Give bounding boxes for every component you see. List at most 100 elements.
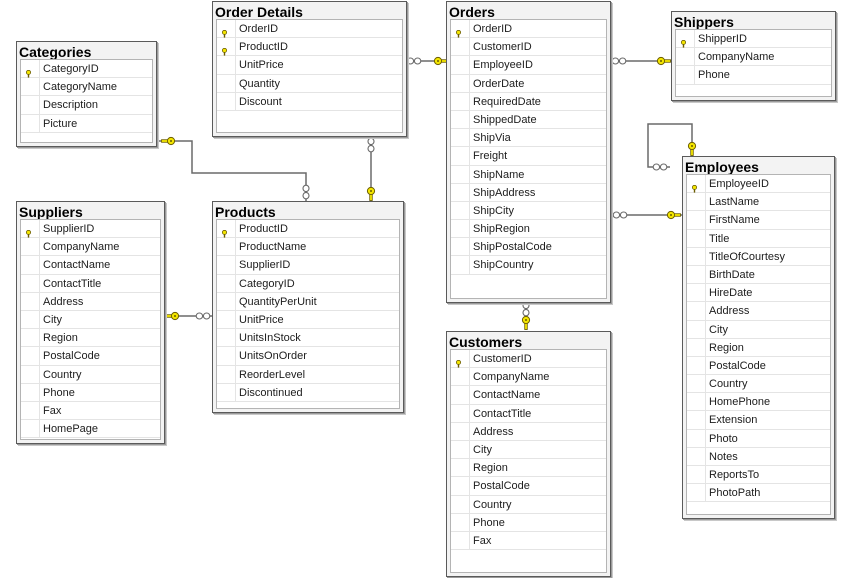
column-row[interactable]: HomePage xyxy=(21,420,160,439)
row-selector[interactable] xyxy=(451,477,470,495)
row-selector[interactable] xyxy=(687,211,706,229)
row-selector[interactable] xyxy=(21,60,40,78)
row-selector[interactable] xyxy=(21,347,40,365)
column-row[interactable]: Address xyxy=(21,292,160,311)
row-selector[interactable] xyxy=(451,220,470,238)
row-selector[interactable] xyxy=(451,74,470,92)
row-selector[interactable] xyxy=(21,365,40,383)
column-row[interactable]: PostalCode xyxy=(451,477,606,496)
row-selector[interactable] xyxy=(687,356,706,375)
column-row[interactable]: CompanyName xyxy=(676,48,831,67)
row-selector[interactable] xyxy=(217,38,236,56)
row-selector[interactable] xyxy=(687,429,706,447)
column-row[interactable]: ContactTitle xyxy=(451,404,606,423)
row-selector[interactable] xyxy=(451,201,470,220)
column-row[interactable]: CustomerID xyxy=(451,38,606,57)
column-row[interactable]: Extension xyxy=(687,411,830,430)
row-selector[interactable] xyxy=(451,238,470,256)
column-row[interactable]: City xyxy=(687,320,830,339)
row-selector[interactable] xyxy=(687,284,706,302)
row-selector[interactable] xyxy=(687,175,706,193)
row-selector[interactable] xyxy=(451,147,470,165)
row-selector[interactable] xyxy=(451,386,470,404)
row-selector[interactable] xyxy=(217,383,236,401)
column-row[interactable]: ShipCountry xyxy=(451,256,606,275)
column-row[interactable]: ReorderLevel xyxy=(217,365,399,384)
column-row[interactable]: City xyxy=(451,440,606,460)
row-selector[interactable] xyxy=(451,495,470,513)
column-row[interactable]: HomePhone xyxy=(687,393,830,412)
column-row[interactable]: Country xyxy=(451,495,606,514)
column-row[interactable]: Phone xyxy=(21,383,160,402)
column-row[interactable]: ShipAddress xyxy=(451,183,606,202)
column-row[interactable]: ProductID xyxy=(217,220,399,239)
column-row[interactable]: Freight xyxy=(451,147,606,166)
row-selector[interactable] xyxy=(687,338,706,356)
column-row[interactable]: UnitPrice xyxy=(217,56,402,75)
column-row[interactable]: Description xyxy=(21,96,152,115)
column-row[interactable]: HireDate xyxy=(687,284,830,303)
relationship-categories-products[interactable] xyxy=(157,136,310,202)
row-selector[interactable] xyxy=(687,265,706,284)
row-selector[interactable] xyxy=(687,447,706,465)
row-selector[interactable] xyxy=(217,365,236,383)
column-row[interactable]: OrderDate xyxy=(451,74,606,93)
column-row[interactable]: OrderID xyxy=(217,20,402,39)
column-row[interactable]: CategoryID xyxy=(217,274,399,293)
column-row[interactable]: ShippedDate xyxy=(451,110,606,130)
relationship-orders-orderdetails[interactable] xyxy=(406,56,448,66)
column-row[interactable]: ProductID xyxy=(217,38,402,57)
column-row[interactable]: CategoryID xyxy=(21,60,152,79)
row-selector[interactable] xyxy=(451,165,470,183)
row-selector[interactable] xyxy=(687,229,706,247)
column-row[interactable]: PhotoPath xyxy=(687,484,830,503)
row-selector[interactable] xyxy=(21,114,40,132)
column-row[interactable]: OrderID xyxy=(451,20,606,39)
column-row[interactable]: ReportsTo xyxy=(687,466,830,485)
column-row[interactable]: ProductName xyxy=(217,238,399,257)
column-row[interactable]: Phone xyxy=(676,66,831,85)
row-selector[interactable] xyxy=(451,404,470,422)
column-row[interactable]: ShipName xyxy=(451,165,606,184)
column-row[interactable]: TitleOfCourtesy xyxy=(687,247,830,266)
row-selector[interactable] xyxy=(687,411,706,429)
column-row[interactable]: CompanyName xyxy=(21,238,160,257)
row-selector[interactable] xyxy=(451,56,470,74)
row-selector[interactable] xyxy=(217,20,236,38)
row-selector[interactable] xyxy=(687,247,706,265)
column-row[interactable]: Fax xyxy=(451,531,606,551)
column-row[interactable]: UnitsOnOrder xyxy=(217,347,399,366)
relationship-customers-orders[interactable] xyxy=(521,301,531,330)
column-row[interactable]: Region xyxy=(451,459,606,478)
relationship-employees-orders[interactable] xyxy=(610,210,682,220)
row-selector[interactable] xyxy=(687,484,706,502)
row-selector[interactable] xyxy=(217,274,236,292)
column-row[interactable]: Phone xyxy=(451,513,606,532)
row-selector[interactable] xyxy=(451,92,470,110)
column-row[interactable]: CompanyName xyxy=(451,368,606,387)
relationship-products-orderdetails[interactable] xyxy=(366,137,376,202)
row-selector[interactable] xyxy=(217,310,236,329)
column-row[interactable]: ContactName xyxy=(21,256,160,275)
row-selector[interactable] xyxy=(21,274,40,292)
column-row[interactable]: FirstName xyxy=(687,211,830,230)
column-row[interactable]: RequiredDate xyxy=(451,92,606,111)
row-selector[interactable] xyxy=(217,347,236,365)
column-row[interactable]: Picture xyxy=(21,114,152,133)
column-row[interactable]: LastName xyxy=(687,193,830,212)
row-selector[interactable] xyxy=(676,66,695,84)
row-selector[interactable] xyxy=(451,20,470,38)
row-selector[interactable] xyxy=(451,368,470,386)
column-row[interactable]: ContactTitle xyxy=(21,274,160,293)
row-selector[interactable] xyxy=(217,329,236,347)
column-row[interactable]: City xyxy=(21,310,160,330)
row-selector[interactable] xyxy=(21,383,40,401)
row-selector[interactable] xyxy=(687,393,706,411)
column-row[interactable]: ShipCity xyxy=(451,201,606,221)
column-row[interactable]: CustomerID xyxy=(451,350,606,369)
relationship-shippers-orders[interactable] xyxy=(610,56,671,66)
column-row[interactable]: QuantityPerUnit xyxy=(217,292,399,311)
